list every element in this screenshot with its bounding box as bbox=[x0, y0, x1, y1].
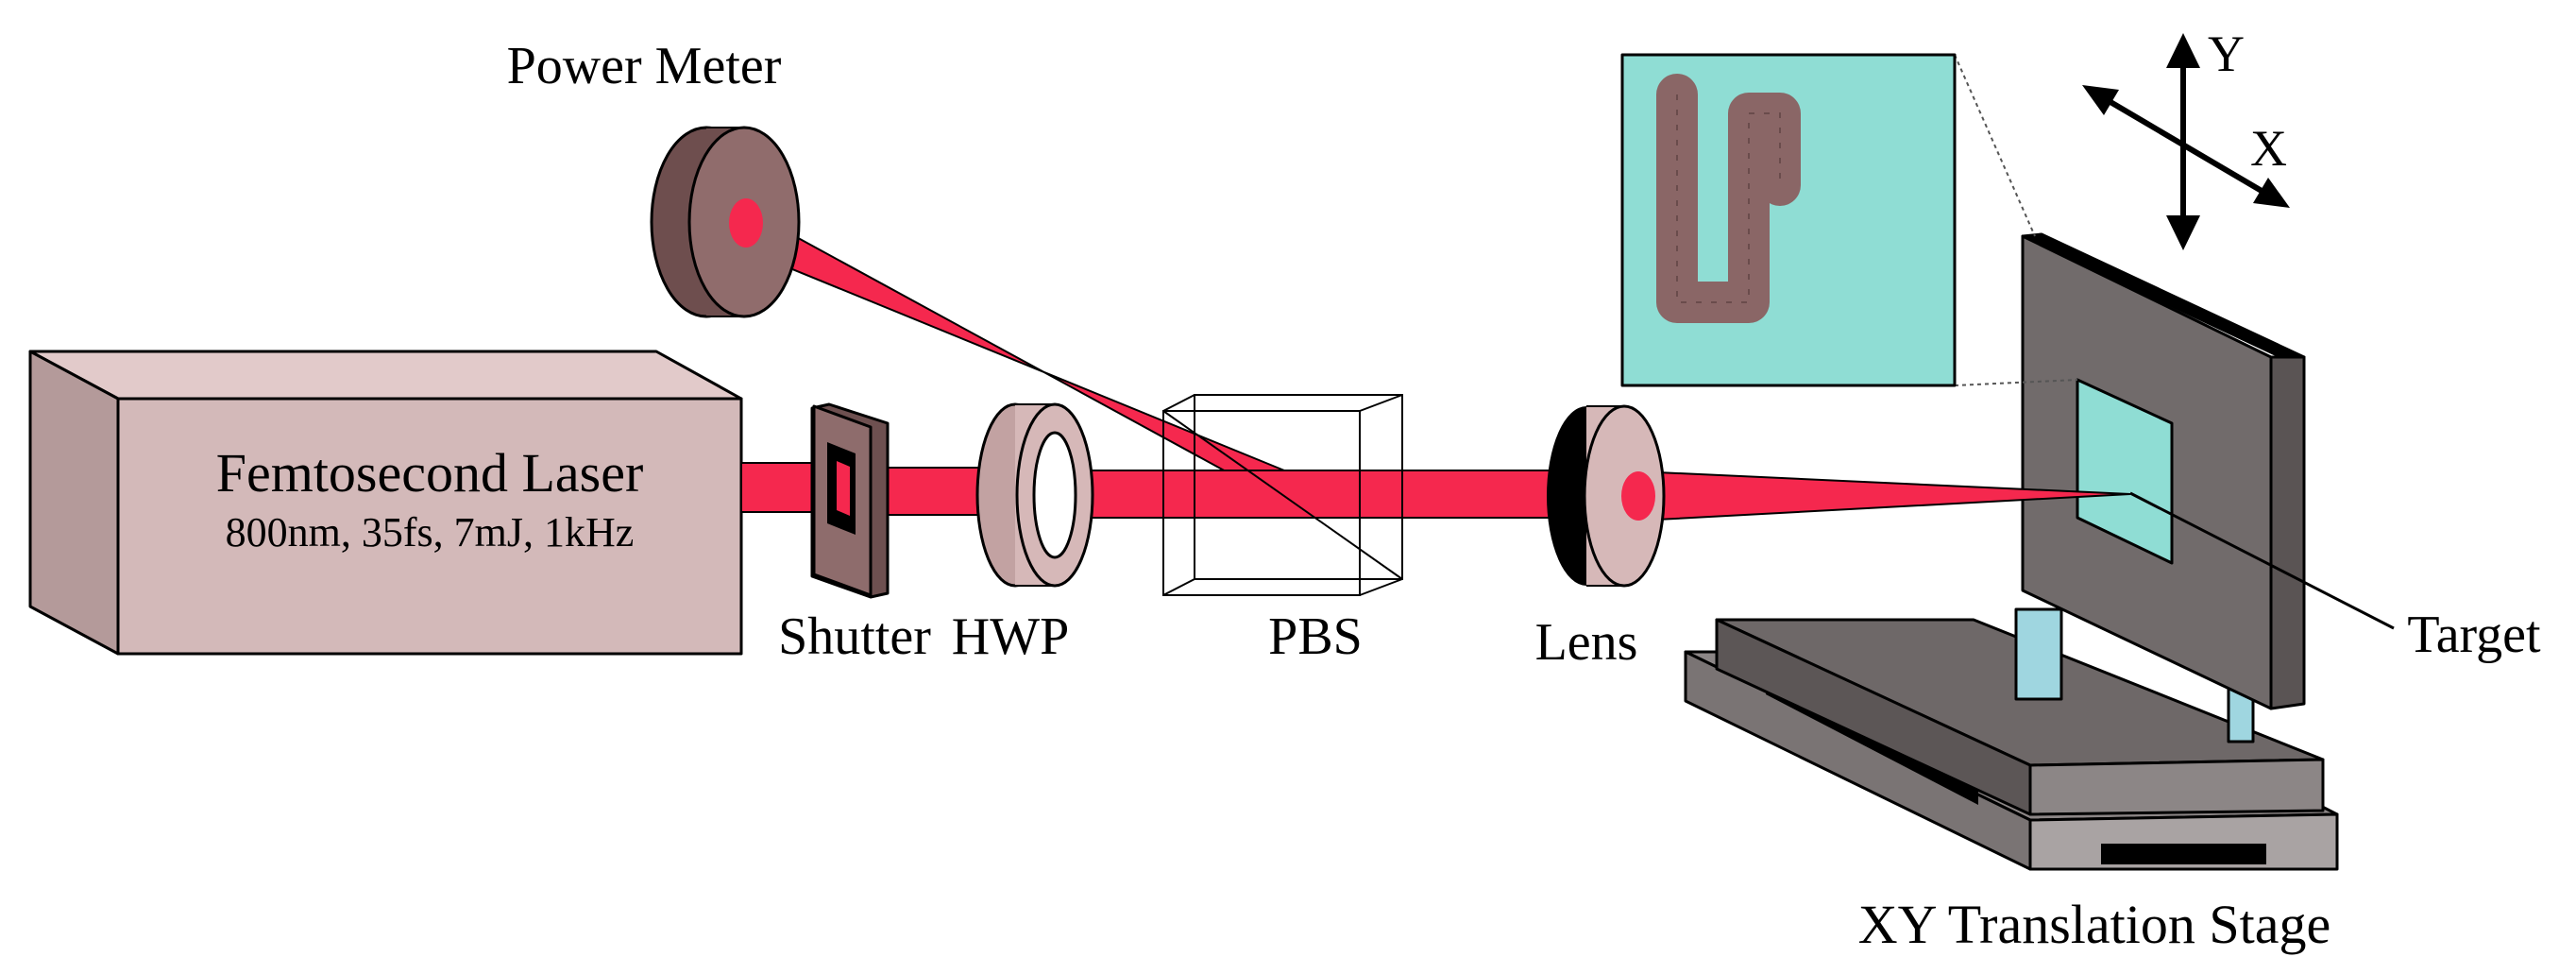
stage-front-slot bbox=[2101, 844, 2266, 864]
lens-label: Lens bbox=[1535, 613, 1638, 672]
target-holder bbox=[2021, 232, 2306, 710]
inset-guide-bottom bbox=[1954, 379, 2078, 386]
x-axis-arrow-left bbox=[2082, 85, 2119, 115]
focusing-lens: Lens bbox=[1535, 404, 1666, 672]
shutter-label: Shutter bbox=[778, 607, 931, 666]
support-post-1 bbox=[2014, 607, 2063, 701]
y-axis-arrow-up bbox=[2166, 33, 2200, 68]
laser-title: Femtosecond Laser bbox=[216, 442, 644, 504]
laser-specs: 800nm, 35fs, 7mJ, 1kHz bbox=[226, 509, 635, 555]
ablation-pattern bbox=[1656, 74, 1801, 323]
stage-upper-left bbox=[1715, 618, 2032, 816]
hwp-hole bbox=[1032, 431, 1077, 559]
half-wave-plate: HWP bbox=[952, 402, 1094, 666]
target-sample bbox=[2076, 378, 2174, 565]
x-axis-arrow-right bbox=[2253, 178, 2290, 208]
target-pointer-line bbox=[2129, 491, 2395, 630]
axis-y-label: Y bbox=[2208, 26, 2245, 82]
hwp-label: HWP bbox=[952, 607, 1069, 666]
power-meter-label: Power Meter bbox=[507, 37, 782, 95]
femtosecond-laser: Femtosecond Laser 800nm, 35fs, 7mJ, 1kHz bbox=[28, 350, 743, 656]
laser-left-side bbox=[28, 350, 120, 656]
polarizing-beam-splitter: PBS bbox=[1162, 394, 1403, 666]
pbs-label: PBS bbox=[1268, 607, 1363, 666]
shutter: Shutter bbox=[778, 402, 931, 666]
stage-upper-front bbox=[2028, 758, 2325, 816]
shutter-aperture-beam bbox=[837, 461, 850, 516]
laser-front bbox=[116, 397, 743, 656]
xy-axes: Y X bbox=[2082, 26, 2290, 250]
laser-top bbox=[28, 350, 743, 401]
power-meter: Power Meter bbox=[507, 37, 801, 318]
stage-label: XY Translation Stage bbox=[1858, 894, 2331, 955]
power-meter-beam-spot bbox=[729, 198, 763, 248]
lens-beam-spot bbox=[1621, 471, 1655, 521]
target-label: Target bbox=[2407, 606, 2541, 664]
x-axis-line bbox=[2093, 90, 2279, 203]
beam-hwp-lens bbox=[1061, 470, 1617, 519]
target-zoom-inset bbox=[1620, 53, 2078, 387]
axis-x-label: X bbox=[2250, 120, 2287, 177]
inset-guide-top bbox=[1954, 54, 2036, 237]
pbs-diagonal bbox=[1162, 410, 1403, 580]
y-axis-arrow-down bbox=[2166, 215, 2200, 250]
holder-side bbox=[2269, 355, 2306, 710]
xy-translation-stage bbox=[1684, 618, 2339, 871]
